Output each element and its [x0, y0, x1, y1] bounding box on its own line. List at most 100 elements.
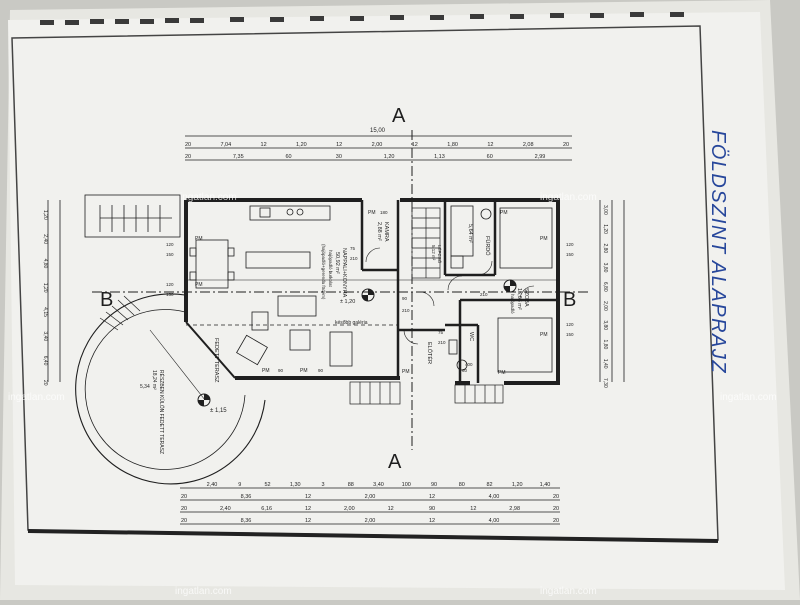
- room-area-living: 50,92 m²: [334, 252, 340, 274]
- room-area-stair: 5,12 m²: [431, 245, 436, 261]
- entry-stairs: [84, 194, 181, 238]
- pm-label: PM: [300, 368, 308, 374]
- dimension-label: 82: [486, 482, 492, 488]
- dimension-label: 1,40: [602, 359, 608, 369]
- dimension-label: 20: [563, 142, 569, 148]
- dimension-label: 12: [261, 142, 267, 148]
- bathroom-fixtures: [450, 205, 492, 269]
- pm-label: PM: [540, 236, 548, 242]
- dimension-label: 8,36: [241, 518, 252, 524]
- gallery-label: később galéria: [335, 320, 368, 326]
- dimension-label: 3,80: [602, 320, 608, 330]
- dimension-label: 20: [553, 518, 559, 524]
- dimension-label: 3,00: [602, 205, 608, 215]
- opening-size: 210: [438, 340, 446, 345]
- dimension-label: 80: [459, 482, 465, 488]
- dimension-label: 12: [429, 518, 435, 524]
- dimension-label: 8,36: [241, 494, 252, 500]
- bedroom-furniture: [497, 207, 553, 373]
- dimension-label: 2,00: [344, 506, 355, 512]
- section-label-b-right: B: [563, 289, 576, 311]
- handwritten-title: FÖLDSZINT ALAPRAJZ: [707, 130, 729, 374]
- dimension-label: 90: [431, 482, 437, 488]
- dimension-label: 60: [487, 154, 493, 160]
- frame-bottom-edge: [27, 529, 719, 543]
- dimension-label: 2,00: [602, 301, 608, 311]
- room-name-wc: WC: [468, 332, 474, 341]
- watermark: ingatlan.com: [8, 392, 65, 403]
- watermark: ingatlan.com: [720, 392, 777, 403]
- room-area-bedroom: 15,66 m²: [516, 288, 522, 310]
- opening-size: 120: [166, 282, 174, 287]
- sofa-set: [236, 295, 353, 367]
- binder-marks: [40, 12, 684, 25]
- opening-size: 180: [380, 210, 388, 215]
- side-dimension-lines: [47, 200, 625, 382]
- dimension-label: 1,30: [290, 482, 301, 488]
- dimension-label: 1,13: [434, 154, 445, 160]
- room-note-living: (hajópadló+gerenda födém): [321, 244, 326, 300]
- top-overall-dim: 15,00: [370, 128, 386, 134]
- wc-fixtures: [448, 339, 468, 371]
- dimension-label: 4,00: [489, 518, 500, 524]
- pm-label: PM: [500, 210, 508, 216]
- dimension-label: 20: [553, 506, 559, 512]
- watermark: ingatlan.com: [540, 586, 597, 597]
- dimension-label: 7,30: [602, 378, 608, 388]
- opening-size: 150: [166, 252, 174, 257]
- dimension-label: 3,40: [42, 331, 48, 341]
- watermark: ingatlan.com: [175, 586, 232, 597]
- dimension-label: 100: [402, 482, 411, 488]
- dimension-label: 20: [553, 494, 559, 500]
- dimension-label: 90: [429, 506, 435, 512]
- opening-size: 90: [318, 368, 324, 373]
- dimension-label: 2,40: [207, 482, 218, 488]
- dimension-label: 1,20: [296, 142, 307, 148]
- dimension-label: 12: [305, 494, 311, 500]
- pm-label: PM: [540, 332, 548, 338]
- dimension-label: 12: [429, 494, 435, 500]
- pm-label: PM: [368, 210, 376, 216]
- dimension-label: 30: [336, 154, 342, 160]
- terrace-radius: 5,34: [140, 384, 150, 390]
- opening-size: 60: [462, 368, 468, 373]
- dimension-label: 20: [42, 380, 48, 386]
- opening-size: 120: [566, 242, 574, 247]
- dimension-label: 12: [388, 506, 394, 512]
- bottom-dimension-lines: [180, 487, 560, 525]
- pm-label: PM: [262, 368, 270, 374]
- room-name-bath: FÜRDŐ: [484, 236, 491, 256]
- exterior-walls: [184, 198, 560, 385]
- stairwell: [411, 207, 441, 279]
- dimension-label: 2,98: [509, 506, 520, 512]
- pm-label: PM: [195, 282, 203, 288]
- terrace-name: RÉSZBEN KÜLÖN FEDETT TERASZ: [158, 370, 165, 454]
- dimension-label: 12: [305, 506, 311, 512]
- dimension-label: 2,80: [602, 243, 608, 253]
- pm-label: PM: [498, 370, 506, 376]
- dimension-label: 12: [305, 518, 311, 524]
- room-floor-bedroom: hajópadló: [510, 294, 515, 314]
- dimension-label: 3: [321, 482, 324, 488]
- watermark: ingatlan.com: [180, 192, 237, 203]
- opening-size: 75: [350, 246, 356, 251]
- room-name-pantry: KAMRA: [383, 222, 389, 242]
- terrace-level-symbol: [197, 393, 211, 407]
- dimension-label: 52: [264, 482, 270, 488]
- room-area-pantry: 2,88 m²: [376, 222, 382, 241]
- dimension-label: 3,80: [602, 263, 608, 273]
- dimension-label: 7,35: [233, 154, 244, 160]
- dimension-label: 1,80: [447, 142, 458, 148]
- dimension-label: 4,15: [42, 307, 48, 317]
- watermark: ingatlan.com: [540, 192, 597, 203]
- room-area-bath: 5,64 m²: [467, 224, 473, 243]
- dimension-label: 20: [181, 494, 187, 500]
- opening-size: 75: [438, 330, 444, 335]
- pm-label: PM: [195, 236, 203, 242]
